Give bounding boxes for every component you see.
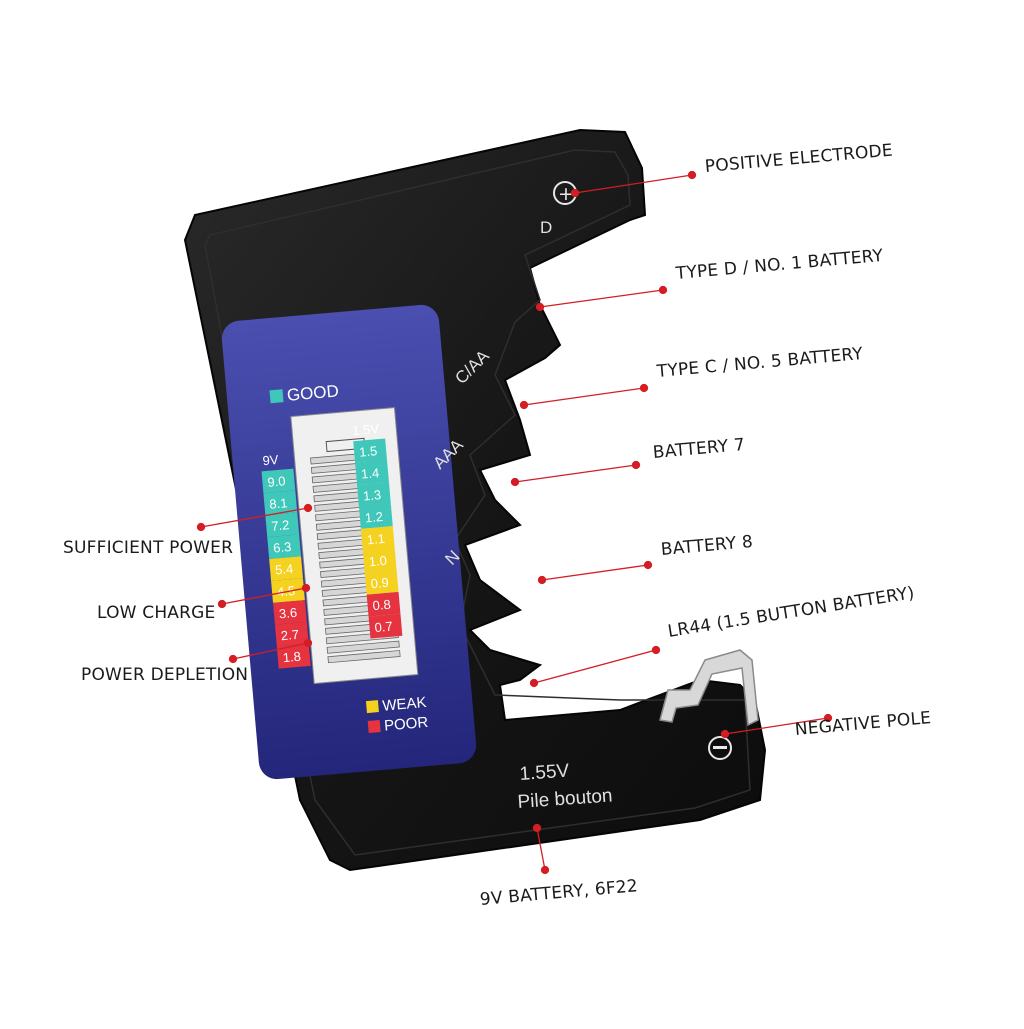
scale-value: 0.7 bbox=[374, 619, 393, 636]
left-scale-9v: 9.08.17.26.35.44.53.62.71.8 bbox=[261, 468, 311, 669]
scale-value: 5.4 bbox=[275, 561, 294, 578]
scale-cell bbox=[366, 591, 401, 617]
poor-legend-label: POOR bbox=[383, 714, 429, 735]
scale-cell bbox=[355, 460, 389, 486]
scale-value: 6.3 bbox=[273, 539, 292, 556]
slot-label-d: D bbox=[540, 218, 552, 237]
callout-sufficient-power: SUFFICIENT POWER bbox=[63, 538, 234, 558]
scale-value: 0.9 bbox=[370, 575, 389, 592]
scale-value: 8.1 bbox=[269, 495, 288, 512]
scale-cell bbox=[368, 613, 403, 639]
scale-value: 3.6 bbox=[278, 605, 297, 622]
scale-cell bbox=[357, 482, 391, 507]
poor-legend-swatch bbox=[367, 720, 381, 734]
button-voltage-label: 1.55V bbox=[519, 761, 570, 785]
scale-cell bbox=[362, 548, 397, 573]
scale-cell bbox=[269, 556, 303, 581]
scale-value: 1.1 bbox=[366, 531, 385, 548]
tester-inner-bevel bbox=[204, 149, 751, 856]
callout-low-charge: LOW CHARGE bbox=[97, 603, 216, 623]
scale-cell bbox=[276, 643, 311, 669]
scale-value: 7.2 bbox=[271, 517, 290, 534]
plus-symbol: + bbox=[558, 183, 574, 205]
scale-value: 0.8 bbox=[372, 597, 391, 614]
scale-value: 1.3 bbox=[362, 487, 381, 504]
scale-cell bbox=[360, 526, 395, 551]
scale-value: 1.8 bbox=[282, 649, 301, 666]
scale-cell bbox=[353, 438, 388, 464]
lcd-segment bbox=[327, 650, 401, 664]
scale-value: 9.0 bbox=[267, 473, 286, 490]
minus-circle-icon bbox=[708, 736, 732, 760]
callout-lines bbox=[196, 170, 833, 875]
scale-value: 1.0 bbox=[368, 553, 387, 570]
scale-cell bbox=[364, 569, 399, 595]
right-scale-header: 1.5V bbox=[352, 421, 380, 438]
scale-value: 2.7 bbox=[280, 627, 299, 644]
scale-cell bbox=[261, 468, 296, 494]
lcd-segment bbox=[326, 640, 400, 654]
weak-legend-label: WEAK bbox=[382, 694, 428, 715]
negative-spring-contact bbox=[659, 649, 759, 727]
good-legend-swatch bbox=[269, 389, 284, 404]
scale-cell bbox=[273, 600, 307, 625]
scale-cell bbox=[271, 578, 305, 603]
good-legend-label: GOOD bbox=[286, 381, 339, 404]
right-scale-1-5v: 1.5 1.4 1.3 1.2 1.1 1.0 0.9 0.8 0.7 bbox=[353, 438, 403, 639]
weak-legend-swatch bbox=[365, 700, 379, 714]
scale-cell bbox=[274, 621, 309, 647]
scale-cell bbox=[265, 512, 300, 538]
scale-cell bbox=[267, 534, 302, 560]
scale-cell bbox=[358, 504, 393, 529]
scale-value: 1.2 bbox=[364, 509, 383, 526]
callout-power-depletion: POWER DEPLETION bbox=[81, 665, 249, 685]
scale-cell bbox=[263, 490, 298, 516]
left-scale-header: 9V bbox=[262, 452, 279, 468]
scale-value: 1.5 bbox=[359, 443, 378, 460]
minus-bar bbox=[713, 746, 727, 749]
scale-value: 1.4 bbox=[360, 465, 379, 482]
